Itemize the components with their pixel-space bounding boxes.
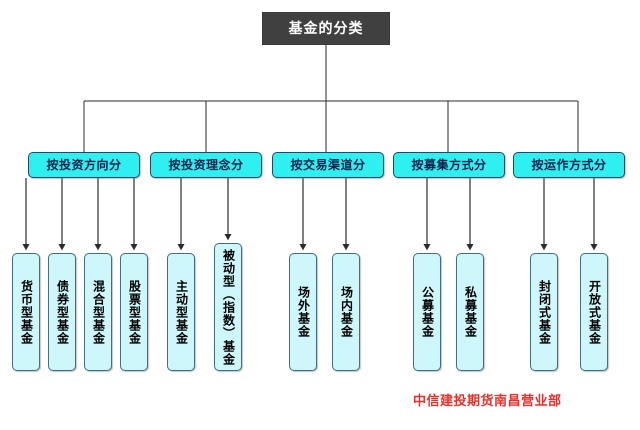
leaf-node-money-market-fund[interactable]: 货币型基金 [12,253,40,371]
leaf-node-label: 场外基金 [296,286,311,338]
leaf-node-active-fund[interactable]: 主动型基金 [167,253,195,371]
leaf-node-label: 开放式基金 [587,279,602,345]
leaf-node-label: 股票型基金 [127,279,142,345]
leaf-node-label: 货币型基金 [19,279,34,345]
leaf-node-hybrid-fund[interactable]: 混合型基金 [84,253,112,371]
leaf-node-exchange-traded-fund[interactable]: 场内基金 [332,253,360,371]
category-node-label: 按运作方式分 [531,158,607,172]
leaf-node-equity-fund[interactable]: 股票型基金 [120,253,148,371]
category-node-by-fundraising-method[interactable]: 按募集方式分 [393,152,505,178]
leaf-node-public-offering-fund[interactable]: 公募基金 [413,253,441,371]
footer-credit-text: 中信建投期货南昌营业部 [413,394,562,409]
category-node-label: 按投资理念分 [168,158,244,172]
category-node-label: 按投资方向分 [46,158,122,172]
leaf-node-label: 私募基金 [463,286,478,338]
leaf-node-closed-end-fund[interactable]: 封闭式基金 [530,253,558,371]
leaf-node-label: 公募基金 [420,286,435,338]
leaf-node-private-offering-fund[interactable]: 私募基金 [456,253,484,371]
leaf-node-label: 主动型基金 [174,279,189,345]
leaf-node-label: 场内基金 [339,286,354,338]
leaf-node-open-end-fund[interactable]: 开放式基金 [580,253,608,371]
leaf-node-bond-fund[interactable]: 债券型基金 [48,253,76,371]
leaf-node-label: 债券型基金 [55,279,70,345]
root-node-label: 基金的分类 [288,20,364,37]
leaf-node-label: 封闭式基金 [537,279,552,345]
category-node-by-trading-channel[interactable]: 按交易渠道分 [272,152,384,178]
leaf-node-label: 混合型基金 [91,279,106,345]
category-node-by-investment-philosophy[interactable]: 按投资理念分 [150,152,262,178]
root-node-fund-classification[interactable]: 基金的分类 [262,12,390,45]
category-node-label: 按募集方式分 [411,158,487,172]
category-node-by-operation-mode[interactable]: 按运作方式分 [513,152,625,178]
leaf-node-label: 被动型（指数）基金 [221,248,236,366]
category-node-label: 按交易渠道分 [290,158,366,172]
leaf-node-passive-index-fund[interactable]: 被动型（指数）基金 [214,243,242,371]
category-node-by-investment-direction[interactable]: 按投资方向分 [28,152,140,178]
leaf-node-otc-fund[interactable]: 场外基金 [289,253,317,371]
